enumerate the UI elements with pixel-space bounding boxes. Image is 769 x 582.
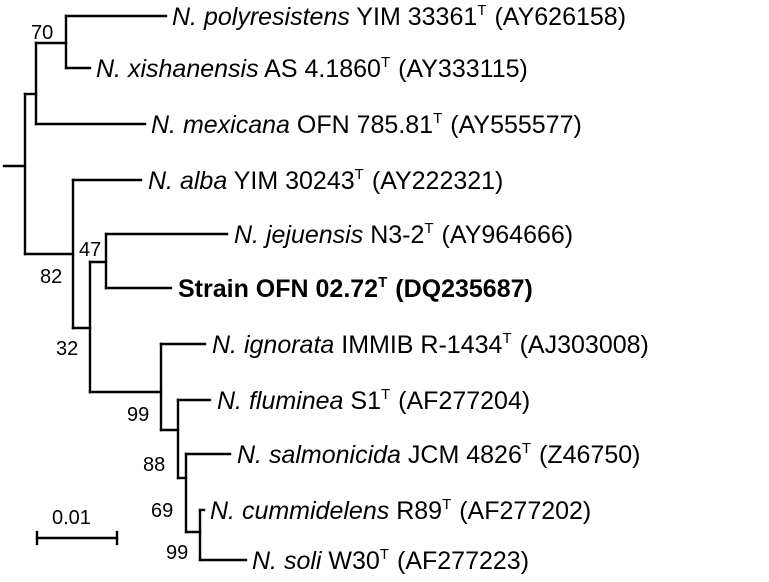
taxon-label-mexicana: N. mexicana OFN 785.81T (AY555577)	[151, 110, 582, 139]
type-strain-mark: T	[477, 2, 486, 19]
taxon-label-ofn0272: Strain OFN 02.72T (DQ235687)	[178, 274, 533, 303]
taxon-label-soli: N. soli W30T (AF277223)	[252, 546, 529, 575]
strain-designation: Strain OFN 02.72	[178, 275, 378, 303]
taxon-name: N.	[151, 111, 176, 139]
type-strain-mark: T	[433, 110, 442, 127]
taxon-label-salmonicida: N. salmonicida JCM 4826T (Z46750)	[237, 440, 641, 469]
taxon-label-cummidelens: N. cummidelens R89T (AF277202)	[210, 496, 591, 525]
accession-number: (AY222321)	[372, 167, 504, 195]
taxon-epithet: alba	[180, 167, 227, 195]
accession-number: (AY964666)	[442, 221, 574, 249]
taxon-name: N.	[96, 55, 121, 83]
taxon-labels: N. polyresistens YIM 33361T(AY626158) N.…	[96, 2, 649, 575]
accession-number: (DQ235687)	[395, 275, 533, 303]
taxon-label-fluminea: N. fluminea S1T (AF277204)	[217, 386, 530, 415]
bootstrap-value: 47	[79, 239, 101, 261]
taxon-label-polyresistens: N. polyresistens YIM 33361T (AY626158)	[172, 2, 626, 31]
taxon-epithet: salmonicida	[269, 441, 401, 469]
accession-number: (AY626158)	[494, 3, 626, 31]
taxon-epithet: ignorata	[244, 331, 334, 359]
strain-designation: YIM 33361	[356, 3, 477, 31]
strain-designation: W30	[328, 547, 379, 575]
taxon-name: N.	[212, 331, 237, 359]
type-strain-mark: T	[378, 274, 387, 291]
bootstrap-value: 69	[151, 500, 173, 522]
accession-number: (AJ303008)	[520, 331, 649, 359]
type-strain-mark: T	[355, 166, 364, 183]
strain-designation: JCM 4826	[408, 441, 522, 469]
taxon-name: N.	[217, 387, 242, 415]
bootstrap-value: 32	[56, 338, 78, 360]
taxon-epithet: jejuensis	[263, 221, 363, 249]
taxon-epithet: fluminea	[249, 387, 344, 415]
taxon-name: N.	[172, 3, 197, 31]
scale-bar-label: 0.01	[52, 507, 91, 529]
taxon-label-alba: N. alba YIM 30243T (AY222321)	[148, 166, 503, 195]
accession-number: (AF277204)	[398, 387, 530, 415]
accession-number: (AY555577)	[450, 111, 582, 139]
taxon-name: N.	[252, 547, 277, 575]
accession-number: (AY333115)	[398, 55, 528, 83]
taxon-name: N.	[210, 497, 235, 525]
taxon-epithet: soli	[284, 547, 323, 575]
taxon-epithet: xishanensis	[127, 55, 259, 83]
bootstrap-value: 82	[40, 266, 62, 288]
taxon-epithet: cummidelens	[242, 497, 389, 525]
strain-designation: YIM 30243	[234, 167, 355, 195]
type-strain-mark: T	[381, 386, 390, 403]
taxon-name: N.	[148, 167, 173, 195]
strain-designation: IMMIB R-1434	[341, 331, 502, 359]
strain-designation: S1	[350, 387, 381, 415]
type-strain-mark: T	[502, 330, 511, 347]
strain-designation: N3-2	[370, 221, 424, 249]
taxon-label-xishanensis: N. xishanensis AS 4.1860T (AY333115)	[96, 54, 528, 83]
strain-designation: AS 4.1860	[264, 55, 381, 83]
taxon-epithet: mexicana	[183, 111, 290, 139]
bootstrap-value: 88	[143, 454, 165, 476]
taxon-epithet: polyresistens	[203, 3, 350, 31]
accession-number: (Z46750)	[539, 441, 640, 469]
tree-branches	[2, 14, 248, 562]
taxon-label-ignorata: N. ignorata IMMIB R-1434T (AJ303008)	[212, 330, 649, 359]
strain-designation: OFN 785.81	[297, 111, 433, 139]
taxon-name: N.	[237, 441, 262, 469]
type-strain-mark: T	[381, 54, 390, 71]
type-strain-mark: T	[442, 496, 451, 513]
strain-designation: R89	[396, 497, 442, 525]
accession-number: (AF277223)	[397, 547, 529, 575]
type-strain-mark: T	[522, 440, 531, 457]
bootstrap-value: 99	[166, 542, 188, 564]
taxon-name: N.	[234, 221, 259, 249]
type-strain-mark: T	[380, 546, 389, 563]
scale-bar: 0.01	[35, 507, 119, 546]
bootstrap-value: 70	[31, 22, 53, 44]
taxon-label-jejuensis: N. jejuensis N3-2T (AY964666)	[234, 220, 573, 249]
bootstrap-values: 70 82 47 32 99 88 69 99	[31, 22, 188, 564]
type-strain-mark: T	[424, 220, 433, 237]
bootstrap-value: 99	[127, 404, 149, 426]
accession-number: (AF277202)	[459, 497, 591, 525]
